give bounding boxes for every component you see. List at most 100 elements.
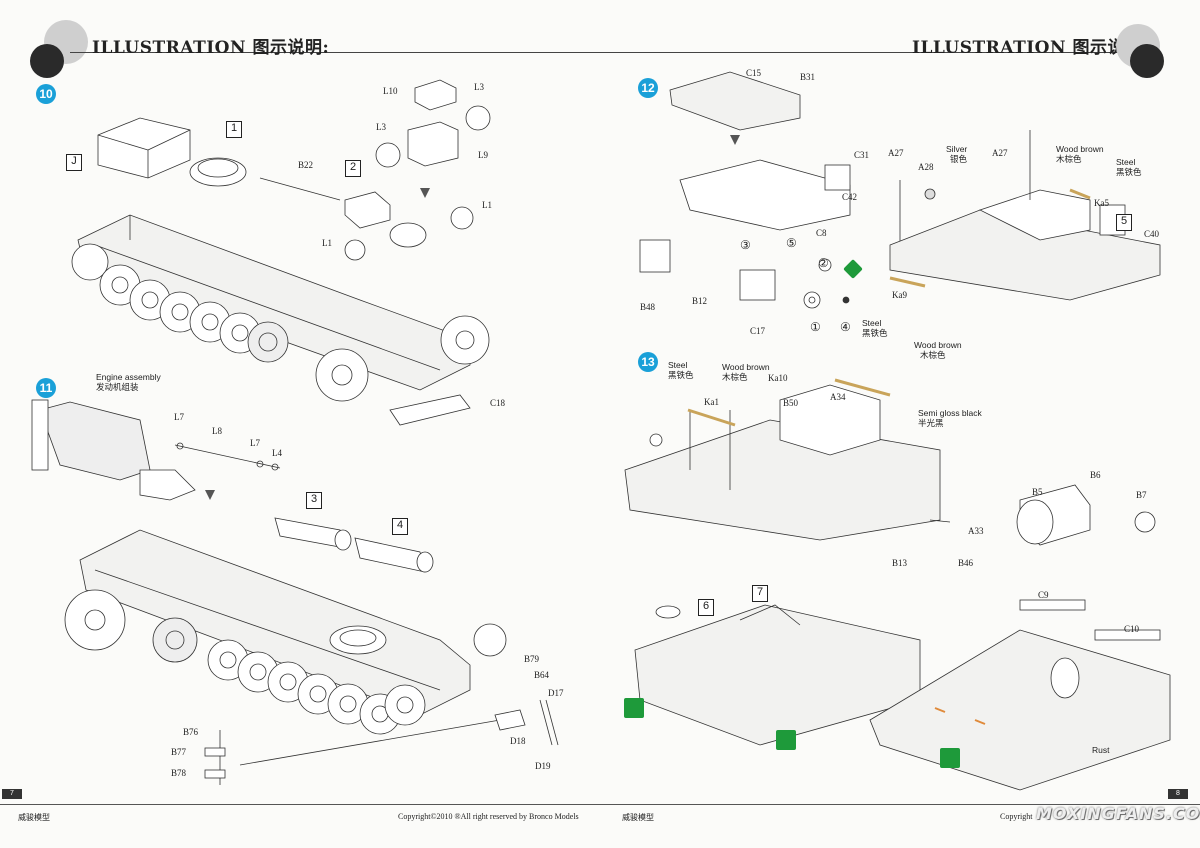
- header-rule: [70, 52, 600, 53]
- part-label: C15: [746, 68, 762, 78]
- paint-callout-cn: 银色: [950, 154, 968, 164]
- green-arrow-icon: [776, 730, 796, 750]
- paint-callout-en: Steel: [1116, 157, 1136, 167]
- step-11-badge: 11: [36, 378, 56, 398]
- step-13-badge: 13: [638, 352, 658, 372]
- part-label: C31: [854, 150, 870, 160]
- footer-brand-left: 威骏模型: [18, 813, 50, 822]
- part-label: B77: [171, 747, 187, 757]
- paint-callout-en: Wood brown: [722, 362, 770, 372]
- part-label: D17: [548, 688, 564, 698]
- part-label: B31: [800, 72, 816, 82]
- road-wheels-11: [64, 589, 507, 735]
- part-label: L3: [376, 122, 386, 132]
- header-rule: [600, 52, 1120, 53]
- paint-callout-en: Wood brown: [914, 340, 962, 350]
- left-page: ILLUSTRATION 图示说明: 10 11: [0, 20, 600, 822]
- header-decor-dark-circle: [30, 44, 64, 78]
- part-label: D18: [510, 736, 526, 746]
- part-label: B79: [524, 654, 540, 664]
- step-10-badge: 10: [36, 84, 56, 104]
- footer-brand-right: 威骏模型: [622, 813, 654, 822]
- circled-number: ③: [740, 238, 751, 252]
- part-label: Ka10: [768, 373, 788, 383]
- step-12-13-drawing: [624, 71, 1171, 791]
- engine-assembly-label-en: Engine assembly: [96, 372, 161, 382]
- circled-number: ①: [810, 320, 821, 334]
- part-label: L8: [212, 426, 222, 436]
- part-label: A28: [918, 162, 934, 172]
- part-label: L7: [174, 412, 184, 422]
- part-label: Ka1: [704, 397, 719, 407]
- sub-assembly-box: 7: [752, 585, 768, 602]
- part-label: B13: [892, 558, 908, 568]
- part-label: B76: [183, 727, 199, 737]
- part-label: L4: [272, 448, 282, 458]
- paint-callout-en: Steel: [862, 318, 882, 328]
- sub-assembly-box: 1: [226, 121, 242, 138]
- part-label: C18: [490, 398, 506, 408]
- page-number-right: 8: [1168, 789, 1188, 799]
- part-label: B6: [1090, 470, 1101, 480]
- part-label: C8: [816, 228, 827, 238]
- part-label: L7: [250, 438, 260, 448]
- circled-number: ④: [840, 320, 851, 334]
- paint-callout-cn: 木棕色: [722, 372, 748, 382]
- paint-callout-en: Silver: [946, 144, 968, 154]
- rust-label: Rust: [1092, 745, 1110, 755]
- part-label: B7: [1136, 490, 1147, 500]
- footer-copyright-right: Copyright: [1000, 812, 1033, 821]
- sub-assembly-box: 5: [1116, 214, 1132, 231]
- part-label: L10: [383, 86, 398, 96]
- circled-number: ⑤: [786, 236, 797, 250]
- part-label: D19: [535, 761, 551, 771]
- step-10-11-drawing: [31, 79, 559, 785]
- part-label: B5: [1032, 487, 1043, 497]
- paint-callout-en: Steel: [668, 360, 688, 370]
- sub-assembly-box: 3: [306, 492, 322, 509]
- paint-callout-cn: 半光黑: [918, 418, 944, 428]
- circled-number: ②: [818, 256, 829, 270]
- part-label: C40: [1144, 229, 1160, 239]
- part-label: A27: [992, 148, 1008, 158]
- step-12-badge: 12: [638, 78, 658, 98]
- part-label: B46: [958, 558, 974, 568]
- part-label: C42: [842, 192, 858, 202]
- part-label: A34: [830, 392, 846, 402]
- part-label: Ka5: [1094, 198, 1109, 208]
- paint-callout-cn: 黑铁色: [668, 370, 694, 380]
- part-label: A27: [888, 148, 904, 158]
- part-label: L9: [478, 150, 488, 160]
- page-number-left: 7: [2, 789, 22, 799]
- sub-assembly-box: 6: [698, 599, 714, 616]
- part-label: L3: [474, 82, 484, 92]
- road-wheels-10: [71, 243, 490, 402]
- paint-callout-en: Semi gloss black: [918, 408, 982, 418]
- paint-callout-en: Wood brown: [1056, 144, 1104, 154]
- part-label: B78: [171, 768, 187, 778]
- part-label: B48: [640, 302, 656, 312]
- paint-callout-cn: 木棕色: [920, 350, 946, 360]
- footer-rule: [600, 804, 1200, 805]
- part-label: A33: [968, 526, 984, 536]
- sub-assembly-box: 4: [392, 518, 408, 535]
- part-label: B50: [783, 398, 799, 408]
- sub-assembly-box: 2: [345, 160, 361, 177]
- part-label: C9: [1038, 590, 1049, 600]
- footer-rule: [0, 804, 600, 805]
- sub-assembly-box: J: [66, 154, 82, 171]
- engine-assembly-label-cn: 发动机组装: [96, 382, 139, 392]
- green-arrow-icon: [624, 698, 644, 718]
- part-label: L1: [482, 200, 492, 210]
- part-label: C17: [750, 326, 766, 336]
- part-label: L1: [322, 238, 332, 248]
- watermark-text: MOXINGFANS.COM: [1036, 804, 1200, 823]
- paint-callout-cn: 黑铁色: [1116, 167, 1142, 177]
- header-decor-dark-circle: [1130, 44, 1164, 78]
- part-label: B22: [298, 160, 314, 170]
- paint-callout-cn: 木棕色: [1056, 154, 1082, 164]
- paint-callout-cn: 黑铁色: [862, 328, 888, 338]
- right-page: ILLUSTRATION 图示说明: 12 13: [600, 0, 1200, 848]
- part-label: B12: [692, 296, 708, 306]
- green-paint-icon: [940, 748, 960, 768]
